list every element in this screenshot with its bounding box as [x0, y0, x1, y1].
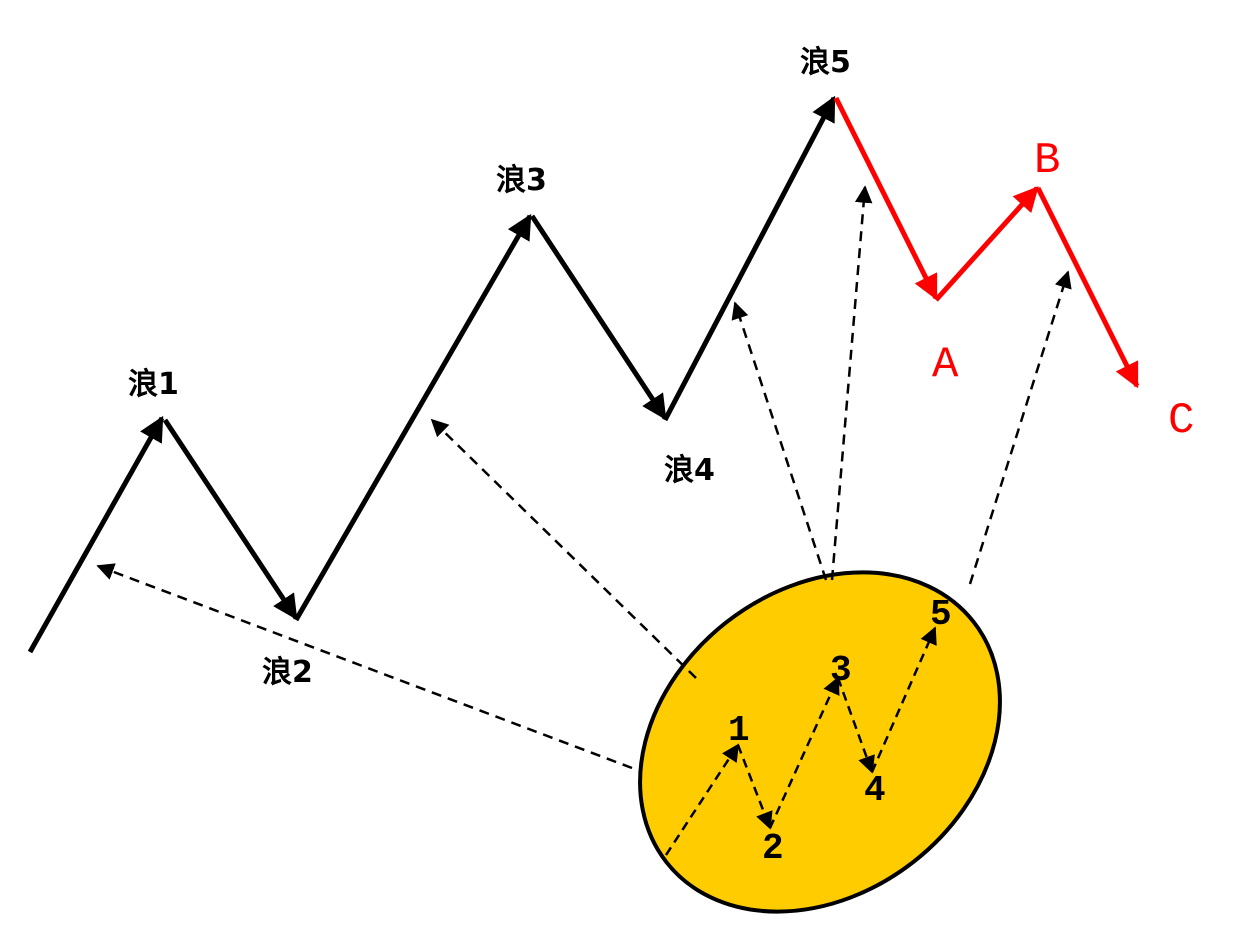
- projection-arrow-wave5-left: [731, 301, 828, 581]
- label-subwave-4: 4: [864, 770, 886, 811]
- label-wave3: 浪3: [496, 163, 547, 198]
- projection-arrows: [96, 185, 1072, 770]
- sub-wave-segment-4: [836, 677, 875, 774]
- projection-arrow-wave1: [96, 563, 633, 770]
- sub-wave-segment-5: [870, 626, 937, 773]
- label-wave-c: C: [1168, 396, 1194, 446]
- label-wave-a: A: [932, 340, 959, 390]
- label-subwave-2: 2: [762, 828, 784, 869]
- impulse-waves: [27, 95, 837, 654]
- correction-waves: [833, 96, 1140, 389]
- correction-wave-b: [934, 186, 1039, 302]
- impulse-wave-1: [27, 415, 165, 654]
- impulse-wave-3: [293, 213, 533, 622]
- sub-wave-segment-3: [768, 676, 840, 829]
- projection-arrow-wave3: [430, 418, 697, 679]
- projection-arrow-wave5-right: [830, 185, 873, 581]
- label-wave5: 浪5: [800, 45, 851, 80]
- sub-wave-segment-1: [664, 743, 740, 856]
- impulse-wave-4: [529, 214, 668, 421]
- impulse-wave-2: [162, 418, 299, 621]
- projection-arrow-wave-c: [968, 270, 1072, 585]
- correction-wave-a: [833, 96, 939, 301]
- label-subwave-1: 1: [728, 710, 750, 751]
- label-wave-b: B: [1034, 136, 1060, 186]
- label-wave1: 浪1: [128, 367, 179, 402]
- correction-wave-c: [1035, 186, 1140, 389]
- label-wave4: 浪4: [664, 453, 715, 488]
- label-subwave-5: 5: [930, 594, 952, 635]
- zoom-ellipse: [638, 570, 1002, 914]
- impulse-wave-5: [662, 95, 837, 422]
- sub-wave-path: [664, 626, 937, 856]
- label-subwave-3: 3: [830, 650, 852, 691]
- label-wave2: 浪2: [262, 655, 313, 690]
